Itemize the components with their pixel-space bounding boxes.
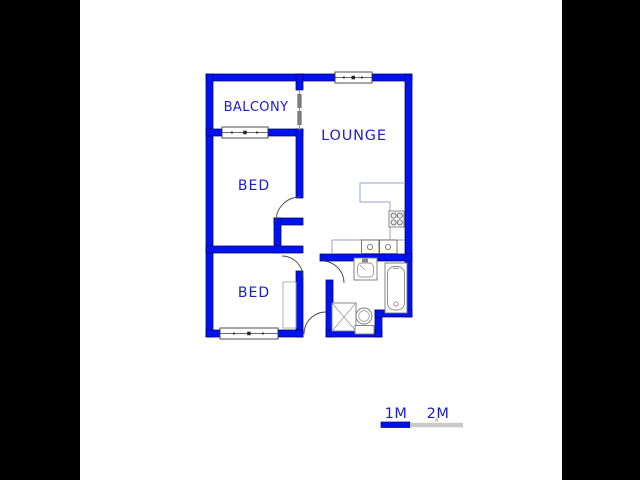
kitchen-sink-symbol <box>361 239 398 254</box>
door-arc-bed1 <box>275 196 301 222</box>
door-arc-bathroom <box>321 260 345 284</box>
window-balcony-bed <box>221 126 269 139</box>
bathtub-symbol <box>384 262 408 314</box>
scale-bar: 1M 2M <box>380 406 463 428</box>
window-bed2-bottom <box>219 327 279 340</box>
wall-balcony-stub <box>295 73 304 91</box>
letterbox-right <box>562 0 640 480</box>
letterbox-left <box>0 0 80 480</box>
door-arc-bed2 <box>281 255 304 278</box>
toilet-symbol <box>354 307 375 335</box>
scale-bar-blue-segment <box>380 421 411 428</box>
stove-symbol <box>388 210 405 228</box>
wall-outer-left <box>205 73 214 338</box>
door-arc-entry <box>303 311 327 335</box>
room-label-bed-2: BED <box>238 285 270 301</box>
scale-label-2m: 2M <box>427 406 450 422</box>
glazing-balcony-lounge <box>297 90 302 130</box>
wall-outer-top <box>205 73 413 82</box>
wall-bed1-right <box>295 128 304 199</box>
windows <box>219 71 373 340</box>
wall-bed-divider <box>205 245 304 254</box>
scale-bar-gray-tick <box>435 418 438 422</box>
room-label-bed-1: BED <box>238 178 270 194</box>
washbasin-symbol <box>353 257 378 281</box>
window-lounge-top <box>334 71 373 84</box>
scale-label-1m: 1M <box>385 406 408 422</box>
doors <box>275 196 345 335</box>
cupboard-symbol <box>282 281 297 329</box>
room-label-balcony: BALCONY <box>224 100 289 115</box>
scale-bar-gray-segment <box>410 422 463 428</box>
room-label-lounge: LOUNGE <box>321 128 387 144</box>
wall-bed2-right <box>295 270 304 338</box>
shower-symbol <box>331 302 357 332</box>
